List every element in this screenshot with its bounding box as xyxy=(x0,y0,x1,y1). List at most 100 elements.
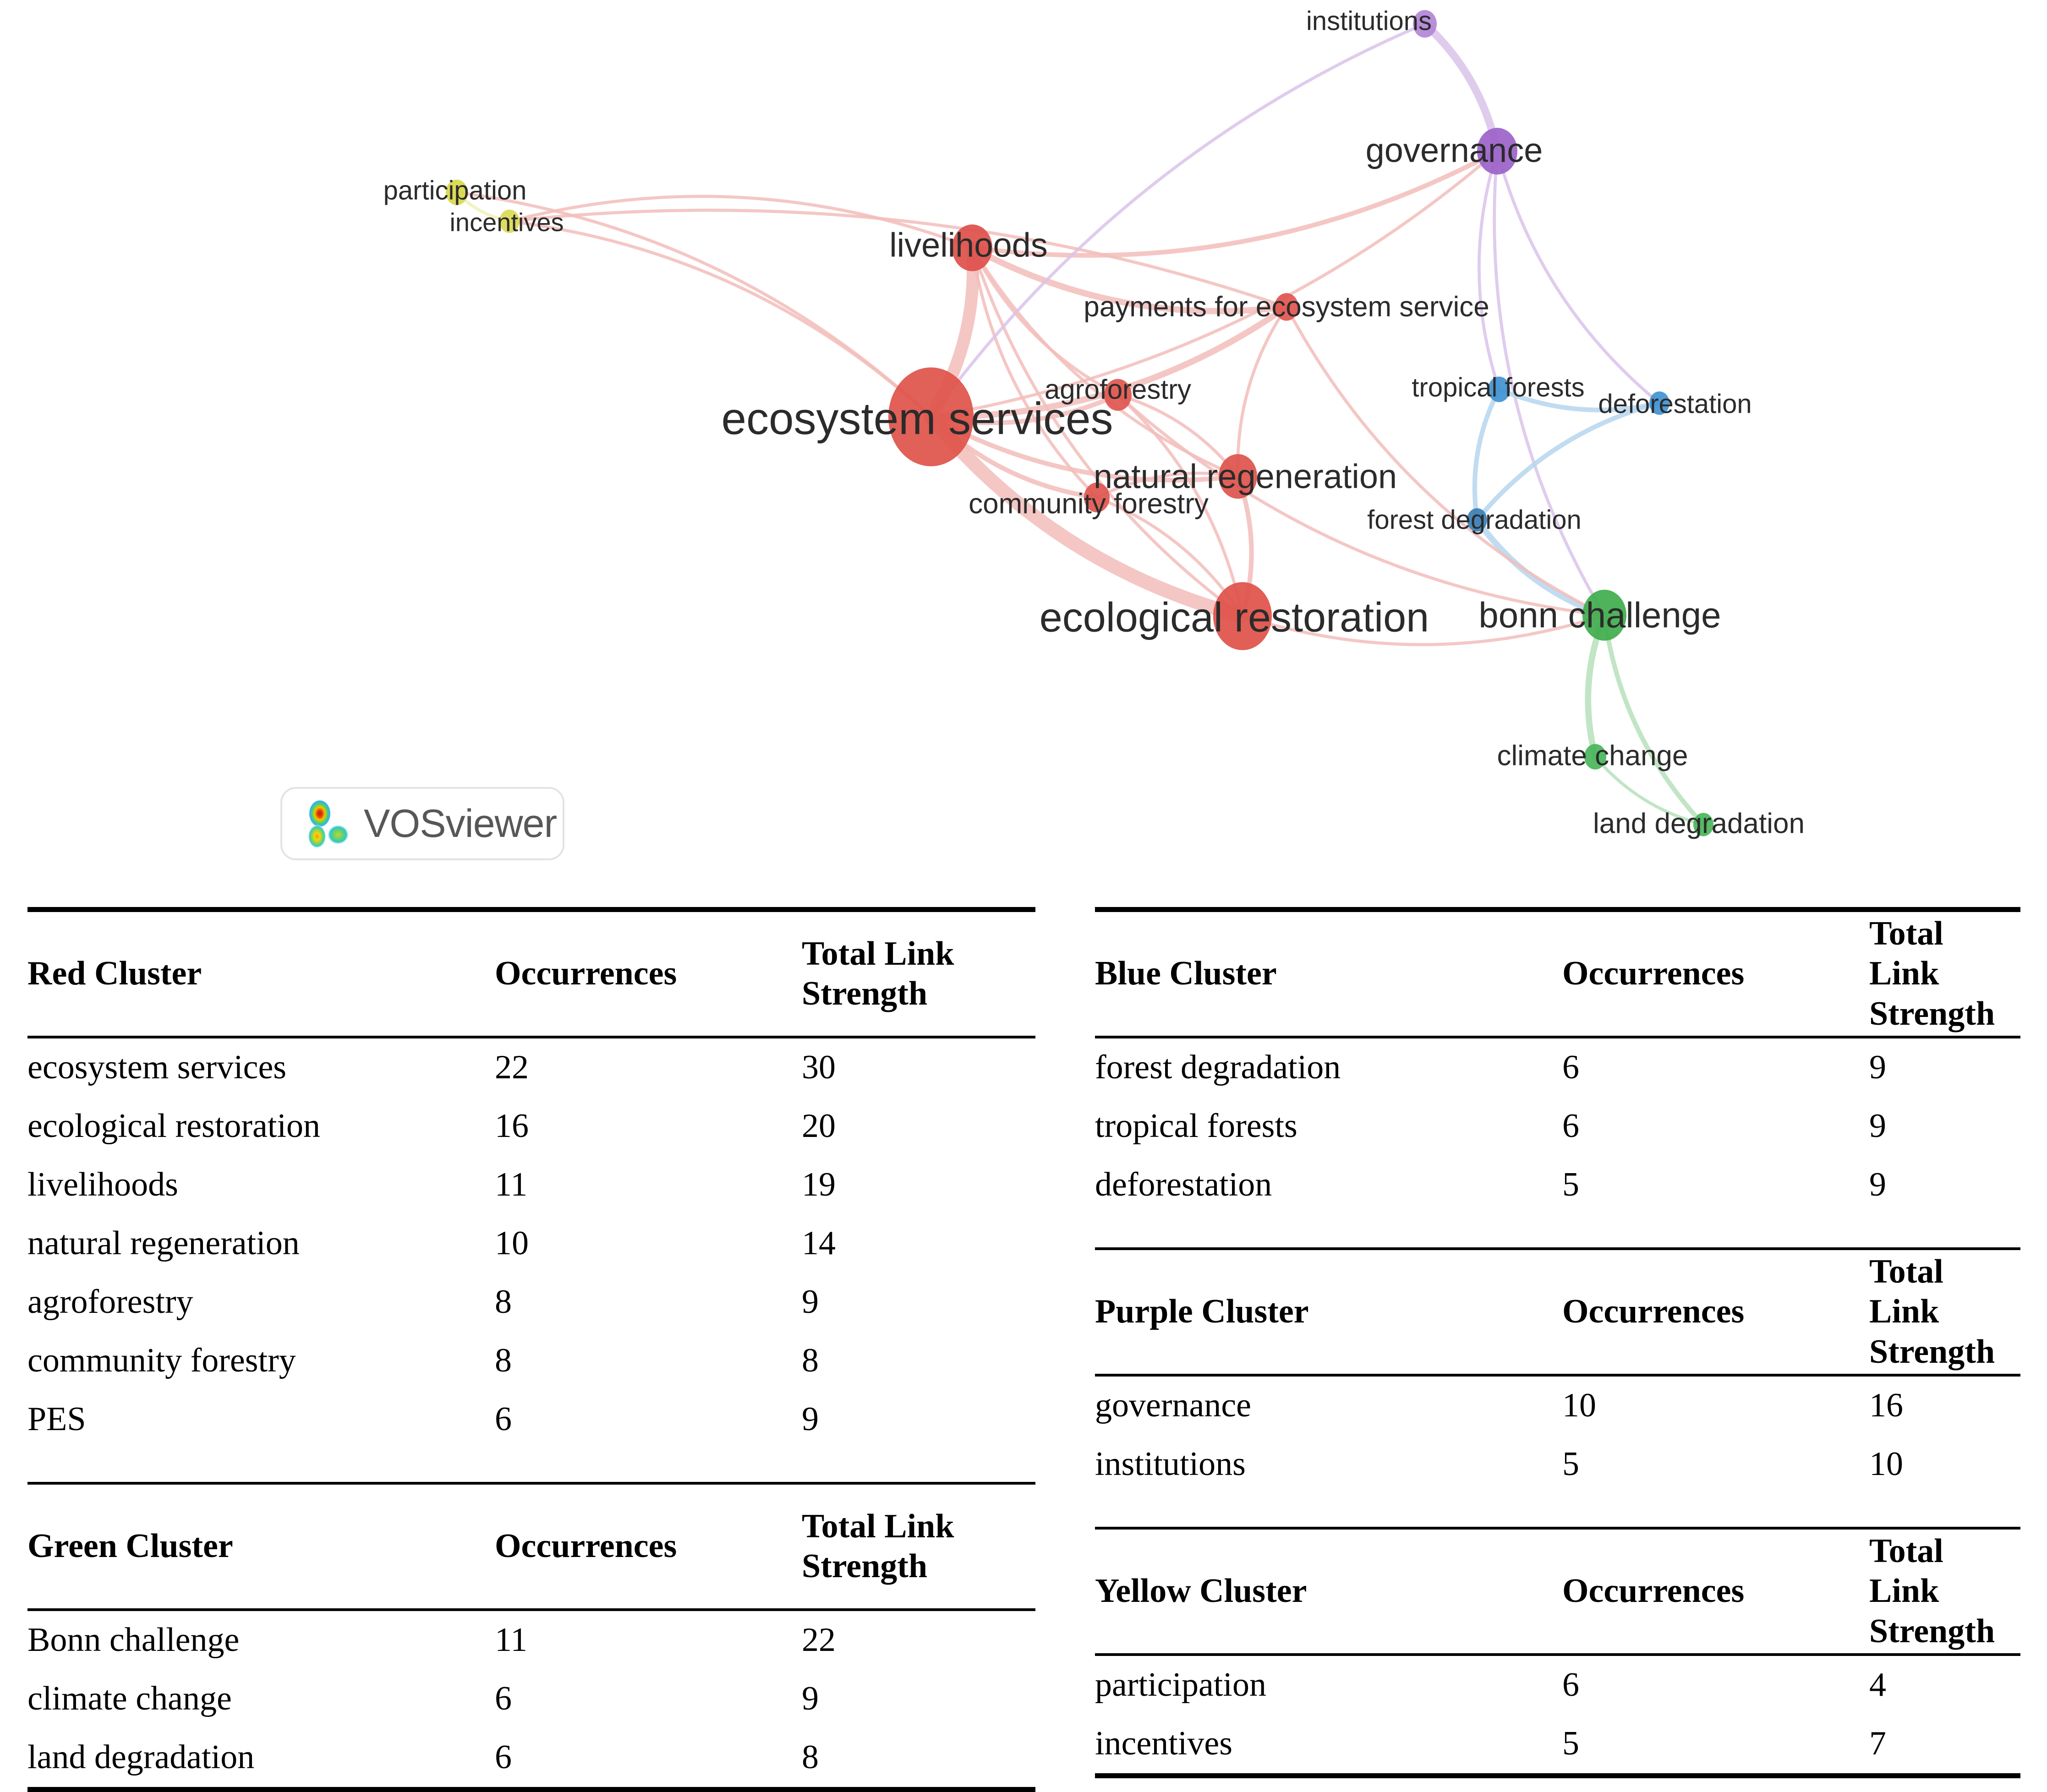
node-participation[interactable] xyxy=(446,180,468,205)
cell-total-link-strength: 20 xyxy=(802,1107,836,1145)
table-row: ecological restoration 16 20 xyxy=(27,1097,1035,1156)
cell-term: ecosystem services xyxy=(27,1036,495,1097)
cell-term: community forestry xyxy=(27,1342,296,1380)
vosviewer-label: VOSviewer xyxy=(364,801,557,846)
node-pes[interactable] xyxy=(1275,293,1298,321)
node-institutions[interactable] xyxy=(1413,10,1437,38)
edge-livelihoods-incentives xyxy=(508,195,974,250)
node-ecosystem_services[interactable] xyxy=(888,367,974,466)
edge-agroforestry-bonn_challenge xyxy=(1116,393,1606,617)
cell-occurrences: 10 xyxy=(1562,1374,1869,1435)
edge-livelihoods-ecological_rest xyxy=(970,246,1244,618)
edge-pes-natural_regen xyxy=(1236,305,1288,478)
edge-ecosystem_services-natural_regen xyxy=(928,414,1241,483)
cell-total-link-strength: 14 xyxy=(802,1224,836,1262)
section-spacer xyxy=(1095,1494,2020,1528)
cell-term: tropical forests xyxy=(1095,1107,1297,1145)
column-header-cluster-name: Red Cluster xyxy=(27,907,495,1037)
cell-total-link-strength: 10 xyxy=(1869,1445,1903,1483)
edge-governance-bonn_challenge xyxy=(1493,149,1606,617)
cell-occurrences: 8 xyxy=(495,1283,512,1321)
edges-layer xyxy=(455,20,1706,827)
node-climate_change[interactable] xyxy=(1584,744,1606,770)
edge-livelihoods-community_forestry xyxy=(970,246,1099,499)
edge-climate_change-land_degradation xyxy=(1593,755,1705,826)
cell-total-link-strength: 30 xyxy=(802,1036,1035,1097)
column-header-occurrences: Occurrences xyxy=(1562,907,1869,1037)
node-bonn_challenge[interactable] xyxy=(1582,590,1626,641)
cell-term: natural regeneration xyxy=(27,1224,300,1262)
node-ecological_rest[interactable] xyxy=(1213,582,1272,650)
edge-ecosystem_services-governance xyxy=(929,149,1499,419)
cell-occurrences: 6 xyxy=(495,1738,512,1776)
edge-governance-deforestation xyxy=(1495,149,1661,405)
edge-ecosystem_services-ecological_rest xyxy=(924,410,1250,623)
edge-ecological_rest-agroforestry xyxy=(1116,393,1244,618)
cell-total-link-strength: 7 xyxy=(1869,1725,1886,1763)
column-header-occurrences: Occurrences xyxy=(1562,1527,1869,1655)
cell-occurrences: 22 xyxy=(495,1036,802,1097)
node-governance[interactable] xyxy=(1477,127,1517,175)
cell-occurrences: 6 xyxy=(1562,1036,1869,1097)
cell-total-link-strength: 9 xyxy=(1869,1166,1886,1204)
node-incentives[interactable] xyxy=(499,209,520,233)
edge-tropical_forests-forest_degradation xyxy=(1472,387,1502,523)
edge-forest_degradation-bonn_challenge xyxy=(1474,517,1608,618)
node-deforestation[interactable] xyxy=(1649,391,1669,415)
cell-term: ecological restoration xyxy=(27,1107,321,1145)
cell-occurrences: 5 xyxy=(1562,1445,1579,1483)
cell-term: land degradation xyxy=(27,1738,255,1776)
column-header-cluster-name: Purple Cluster xyxy=(1095,1247,1562,1375)
node-agroforestry[interactable] xyxy=(1104,379,1132,411)
cell-occurrences: 16 xyxy=(495,1107,529,1145)
cell-total-link-strength: 9 xyxy=(802,1283,819,1321)
cell-total-link-strength: 4 xyxy=(1869,1653,2020,1715)
edge-bonn_challenge-land_degradation xyxy=(1602,612,1706,827)
cell-total-link-strength: 8 xyxy=(802,1342,819,1380)
cell-occurrences: 10 xyxy=(495,1224,529,1262)
edge-ecological_rest-bonn_challenge xyxy=(1241,613,1606,646)
edge-livelihoods-agroforestry xyxy=(970,246,1120,397)
section-spacer xyxy=(1095,1214,2020,1249)
table-row: agroforestry 8 9 xyxy=(27,1273,1035,1332)
node-forest_degradation[interactable] xyxy=(1467,508,1487,532)
section-spacer xyxy=(27,1449,1035,1483)
cell-occurrences: 6 xyxy=(495,1680,512,1718)
cell-occurrences: 6 xyxy=(1562,1107,1579,1145)
cell-term: institutions xyxy=(1095,1445,1246,1483)
node-tropical_forests[interactable] xyxy=(1488,377,1510,402)
cell-term: Bonn challenge xyxy=(27,1608,495,1670)
node-natural_regen[interactable] xyxy=(1219,454,1257,499)
cell-occurrences: 8 xyxy=(495,1342,512,1380)
cell-term: participation xyxy=(1095,1653,1562,1715)
cell-total-link-strength: 9 xyxy=(802,1680,819,1718)
node-land_degradation[interactable] xyxy=(1693,813,1713,836)
table-row: natural regeneration 10 14 xyxy=(27,1214,1035,1273)
edge-ecosystem_services-incentives xyxy=(508,219,933,419)
cell-term: agroforestry xyxy=(27,1283,193,1321)
node-livelihoods[interactable] xyxy=(952,224,992,272)
cell-term: incentives xyxy=(1095,1725,1233,1763)
vosviewer-badge[interactable]: VOSviewer xyxy=(280,787,564,860)
edge-governance-tropical_forests xyxy=(1478,149,1501,391)
cell-term: forest degradation xyxy=(1095,1036,1562,1097)
node-community_forestry[interactable] xyxy=(1084,482,1110,513)
cell-term: deforestation xyxy=(1095,1166,1272,1204)
